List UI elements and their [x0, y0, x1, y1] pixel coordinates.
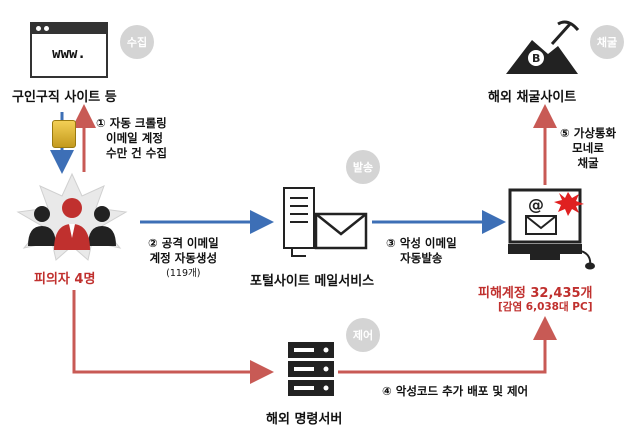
step1-label: ① 자동 크롤링 이메일 계정 수만 건 수집	[96, 116, 167, 160]
browser-window-icon: www.	[30, 22, 108, 78]
badge-send: 발송	[346, 150, 380, 184]
victim-accounts-label: 피해계정 32,435개	[478, 286, 593, 301]
job-site-label: 구인구직 사이트 등	[12, 90, 117, 105]
url-text: www.	[52, 46, 86, 62]
step3-label: ③ 악성 이메일 자동발송	[386, 236, 457, 265]
command-server-icon	[288, 342, 334, 396]
step2-label: ② 공격 이메일 계정 자동생성 (119개)	[148, 236, 219, 279]
badge-mine: 채굴	[590, 25, 624, 59]
badge-control: 제어	[346, 318, 380, 352]
data-files-icon	[52, 120, 76, 148]
arrow-command-to-victim	[338, 316, 557, 374]
infected-pc-icon: @	[508, 188, 595, 270]
command-server-label: 해외 명령서버	[266, 412, 343, 427]
portal-label: 포털사이트 메일서비스	[250, 274, 375, 289]
suspects-label: 피의자 4명	[34, 272, 96, 287]
arrow-to-command	[72, 290, 274, 384]
mining-site-label: 해외 채굴사이트	[488, 90, 577, 105]
suspects-group-icon	[16, 172, 128, 261]
mining-pickaxe-icon: B	[506, 20, 580, 74]
svg-text:B: B	[532, 52, 540, 65]
mail-server-icon	[283, 187, 368, 257]
step5-label: ⑤ 가상통화 모네로 채굴	[560, 126, 617, 170]
svg-text:@: @	[528, 195, 544, 214]
step4-label: ④ 악성코드 추가 배포 및 제어	[382, 384, 529, 398]
infected-pc-count: [감염 6,038대 PC]	[498, 301, 593, 313]
badge-collect: 수집	[120, 25, 154, 59]
